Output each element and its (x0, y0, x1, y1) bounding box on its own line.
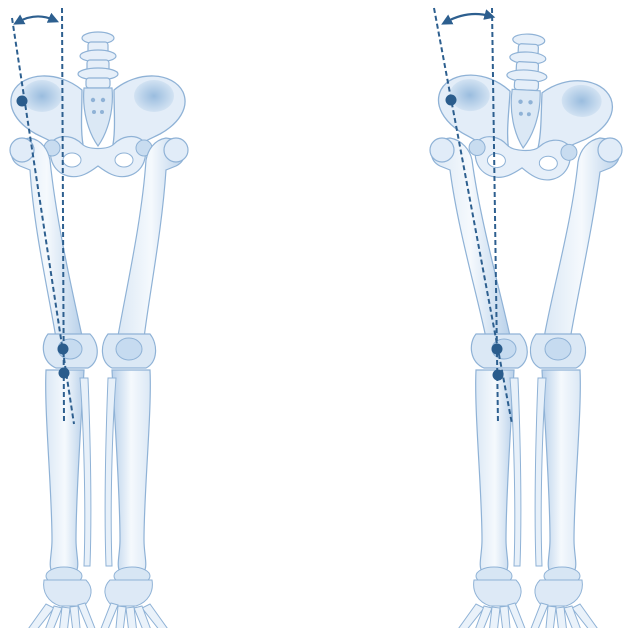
lower-leg-left-panel-right (26, 370, 96, 628)
landmark-point-icon (492, 344, 503, 355)
panel-right-skeleton (430, 8, 622, 628)
panel-left-skeleton (10, 8, 188, 628)
knee-left-panel-left (102, 334, 155, 368)
lower-leg-left-panel-left (100, 370, 170, 628)
lower-leg-right-panel-right (456, 370, 526, 628)
angle-arrow-icon (446, 14, 490, 22)
landmark-point-icon (17, 96, 28, 107)
angle-arrow-icon (18, 16, 54, 22)
axis-lines-left-panel (12, 8, 74, 424)
landmark-point-icon (58, 344, 69, 355)
knee-right-panel-left (530, 334, 585, 368)
landmark-point-icon (59, 368, 70, 379)
lower-leg-right-panel-left (530, 370, 600, 628)
landmark-point-icon (493, 370, 504, 381)
landmark-point-icon (446, 95, 457, 106)
knee-left-panel-right (43, 334, 97, 368)
